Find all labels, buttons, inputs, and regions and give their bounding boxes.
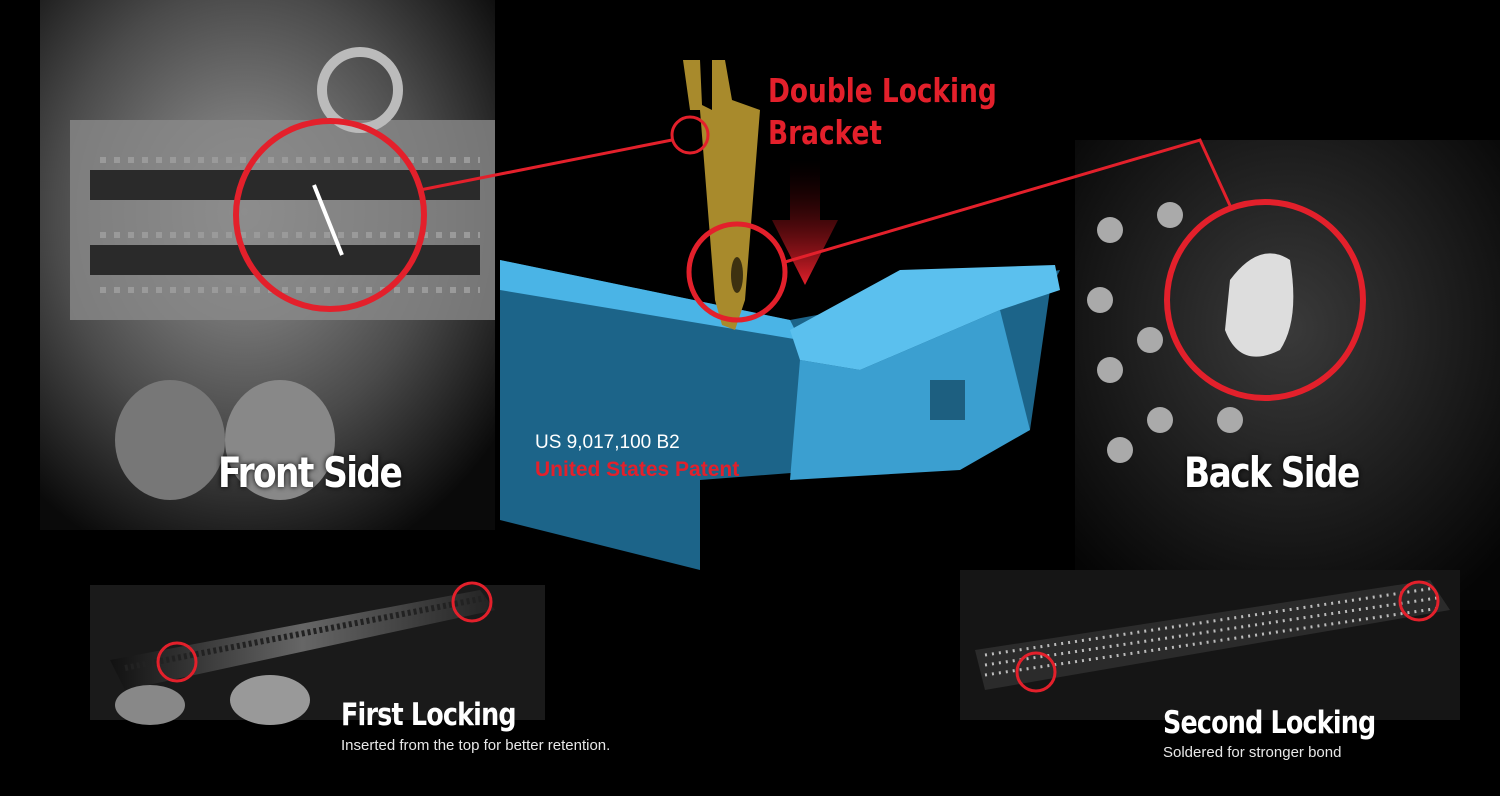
first-locking-caption: Inserted from the top for better retenti… bbox=[341, 737, 611, 754]
callout-lines bbox=[233, 115, 1366, 401]
back-side-label: Back Side bbox=[1184, 448, 1360, 497]
second-locking-title: Second Locking bbox=[1163, 705, 1376, 741]
second-locking-caption: Soldered for stronger bond bbox=[1163, 744, 1342, 761]
blue-slot-connector bbox=[500, 260, 1060, 570]
bracket-title: Double Locking Bracket bbox=[768, 70, 997, 154]
bracket-title-line1: Double Locking bbox=[768, 71, 997, 110]
first-locking-photo bbox=[90, 581, 545, 725]
patent-label: United States Patent bbox=[535, 458, 740, 481]
down-arrow-icon bbox=[772, 160, 838, 285]
patent-number: US 9,017,100 B2 bbox=[535, 432, 680, 453]
bracket-title-line2: Bracket bbox=[768, 113, 882, 152]
locking-bracket bbox=[683, 60, 760, 330]
first-locking-title: First Locking bbox=[341, 697, 517, 733]
back-side-photo bbox=[1075, 140, 1500, 610]
second-locking-photo bbox=[960, 570, 1460, 720]
front-side-label: Front Side bbox=[218, 448, 403, 497]
